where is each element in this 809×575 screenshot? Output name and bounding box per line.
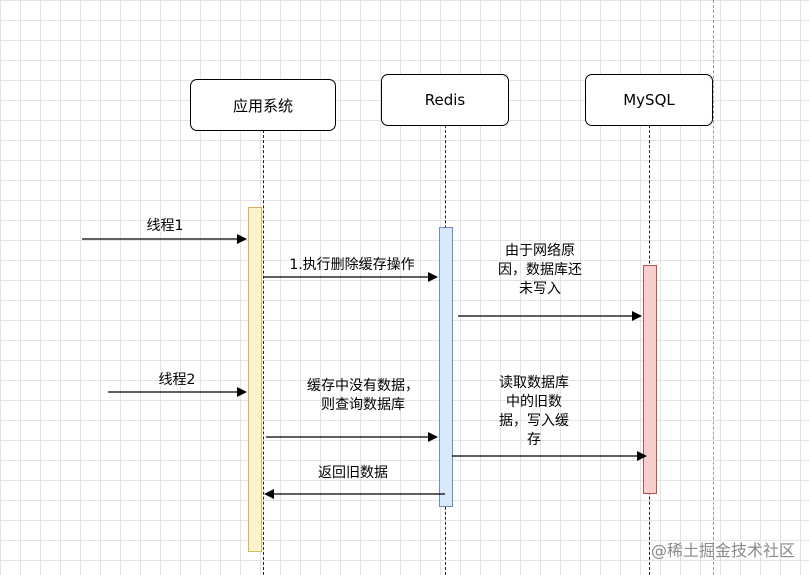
page-boundary-line [713,0,714,575]
participant-redis-label: Redis [424,91,466,109]
label-thread1: 线程1 [146,218,184,234]
at-sign-icon: @ [650,541,667,560]
participant-app[interactable]: 应用系统 [190,79,336,131]
label-cache-miss: 缓存中没有数据，则查询数据库 [307,378,419,413]
label-thread2: 线程2 [158,372,196,388]
activation-mysql [643,265,657,494]
lifeline-app [263,130,264,575]
label-delete-cache: 1.执行删除缓存操作 [289,257,415,273]
watermark: @稀土掘金技术社区 [651,537,795,561]
participant-mysql-label: MySQL [623,91,675,109]
participant-app-label: 应用系统 [232,96,293,115]
activation-redis [439,227,453,507]
label-return-old: 返回旧数据 [318,465,388,481]
watermark-text: 稀土掘金技术社区 [666,541,795,560]
activation-app [248,207,262,552]
participant-redis[interactable]: Redis [381,74,509,126]
participant-mysql[interactable]: MySQL [585,74,713,126]
label-network-reason: 由于网络原因，数据库还未写入 [498,243,582,297]
label-read-old: 读取数据库中的旧数据，写入缓存 [499,375,569,448]
